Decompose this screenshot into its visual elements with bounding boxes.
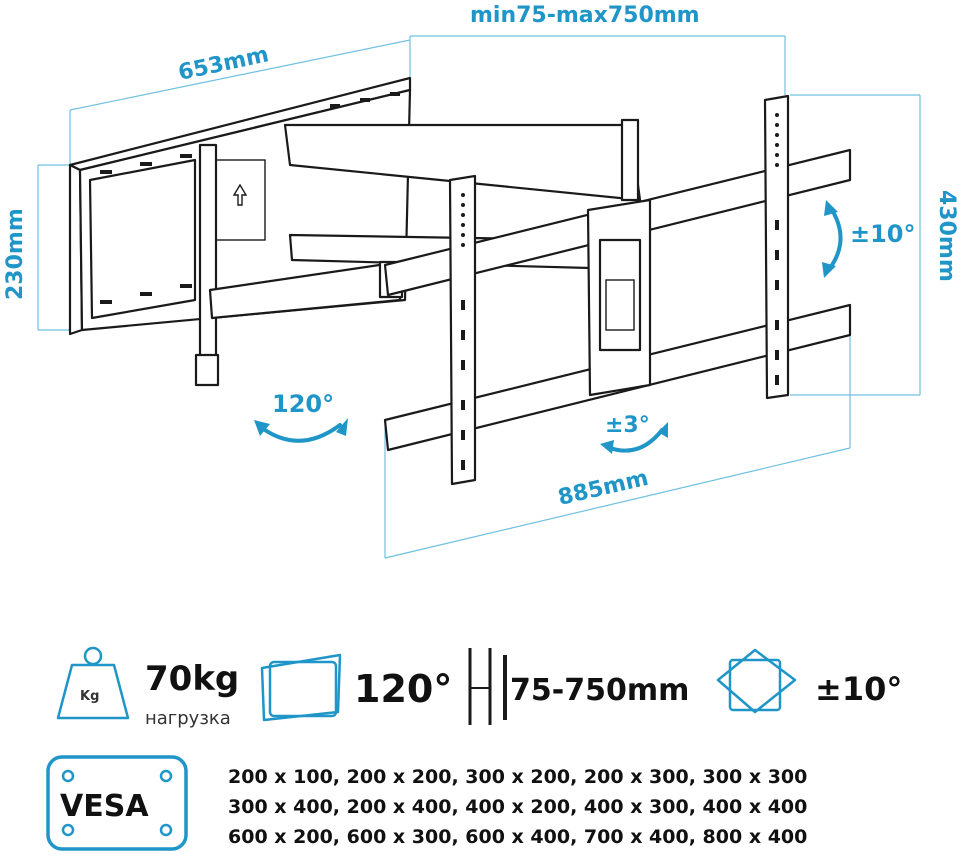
load-value: 70kg bbox=[145, 659, 239, 699]
tilt-icon bbox=[716, 648, 797, 714]
swivel-arrow-icon bbox=[260, 423, 342, 443]
rotate-arrow-icon bbox=[608, 428, 664, 453]
load-caption: нагрузка bbox=[145, 708, 231, 729]
rotate-label: ±3° bbox=[605, 413, 650, 438]
vesa-row-1: 200 x 100, 200 x 200, 300 x 200, 200 x 3… bbox=[228, 766, 807, 788]
rotation-arrows bbox=[254, 200, 843, 454]
vesa-label: VESA bbox=[60, 789, 149, 824]
swivel-icon bbox=[260, 653, 342, 722]
bracket-width-label: 885mm bbox=[556, 466, 651, 511]
weight-icon-label: Kg bbox=[80, 689, 99, 704]
tilt-value: ±10° bbox=[815, 670, 902, 708]
vesa-row-2: 300 x 400, 200 x 400, 400 x 200, 400 x 3… bbox=[228, 796, 807, 818]
swivel-label: 120° bbox=[272, 390, 334, 418]
vesa-row-3: 600 x 200, 600 x 300, 600 x 400, 700 x 4… bbox=[228, 826, 807, 848]
weight-icon bbox=[56, 646, 130, 720]
bracket-height-label: 430mm bbox=[934, 190, 959, 282]
vesa-icon bbox=[46, 755, 188, 851]
tilt-label: ±10° bbox=[850, 220, 916, 248]
arm-length-label: 653mm bbox=[176, 42, 271, 86]
depth-label: min75-max750mm bbox=[470, 3, 700, 28]
right-vertical-bracket bbox=[763, 94, 790, 400]
tilt-arrow-icon bbox=[828, 208, 843, 270]
vesa-row: VESA 200 x 100, 200 x 200, 300 x 200, 20… bbox=[46, 755, 807, 851]
wall-height-label: 230mm bbox=[3, 208, 28, 300]
dimension-lines bbox=[37, 35, 921, 559]
spec-row: Kg 70kg нагрузка 120° 75-750mm ±10° bbox=[56, 646, 902, 729]
depth-icon bbox=[468, 648, 507, 725]
depth-value: 75-750mm bbox=[510, 673, 689, 708]
mount-illustration bbox=[68, 76, 852, 486]
swivel-value: 120° bbox=[354, 667, 452, 711]
